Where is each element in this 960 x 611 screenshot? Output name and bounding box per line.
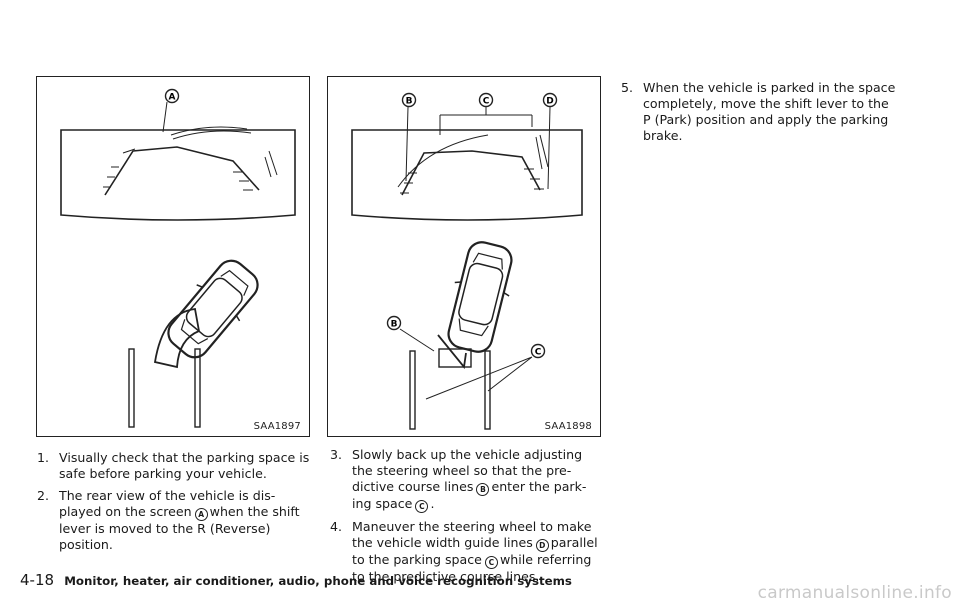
- step-number: 4.: [330, 519, 343, 534]
- page-number: 4-18: [20, 571, 55, 589]
- callout-c-icon: C: [415, 500, 429, 513]
- callout-b-lower: [386, 315, 402, 331]
- step-text: Visually check that the parking space is…: [59, 450, 310, 481]
- section-title: Monitor, heater, air conditioner, audio,…: [64, 574, 572, 588]
- figure-saa1898: B C D B C SAA1898: [327, 76, 601, 437]
- step-text: The rear view of the vehicle is dis-play…: [59, 488, 276, 519]
- car-icon: [167, 259, 259, 359]
- callout-b-label: B: [406, 97, 413, 107]
- figure-code: SAA1897: [253, 421, 301, 432]
- step-text-end: while referring to the predictive course…: [352, 552, 592, 584]
- page-footer: 4-18 Monitor, heater, air conditioner, a…: [20, 571, 572, 589]
- step-number: 3.: [330, 447, 343, 462]
- callout-d-icon: D: [535, 539, 549, 552]
- callout-c-icon: C: [484, 556, 498, 569]
- callout-a-icon: A: [194, 508, 208, 521]
- callout-b: [401, 92, 417, 108]
- callout-c2-label: C: [535, 348, 542, 358]
- car-icon: [447, 241, 513, 353]
- step-text: Slowly back up the vehicle adjusting the…: [352, 447, 583, 494]
- figure-code: SAA1898: [544, 421, 592, 432]
- parking-diagram-2: B C D B C: [351, 92, 583, 430]
- callout-b2-label: B: [391, 320, 398, 330]
- step-1: 1. Visually check that the parking space…: [37, 450, 313, 482]
- step-number: 2.: [37, 488, 50, 503]
- callout-b-icon: B: [476, 483, 490, 496]
- watermark: carmanualsonline.info: [757, 583, 952, 603]
- step-text-cont: enter the park-ing space: [352, 479, 587, 511]
- steps-column-1: 1. Visually check that the parking space…: [37, 450, 313, 559]
- step-number: 1.: [37, 450, 50, 465]
- callout-c: [478, 92, 494, 108]
- step-4: 4. Maneuver the steering wheel to make t…: [330, 519, 604, 585]
- figure-saa1897: A SAA1897: [36, 76, 310, 437]
- parking-diagram-1: A: [60, 88, 296, 428]
- step-text-cont: parallel to the parking space: [352, 535, 598, 567]
- callout-c-label: C: [483, 97, 490, 107]
- step-2: 2. The rear view of the vehicle is dis-p…: [37, 488, 313, 553]
- step-text: When the vehicle is parked in the space …: [643, 80, 896, 143]
- callout-d: [542, 92, 558, 108]
- steps-column-2: 3. Slowly back up the vehicle adjusting …: [330, 447, 604, 591]
- step-text-cont: when the shift lever is moved to the R (…: [59, 504, 300, 552]
- step-3: 3. Slowly back up the vehicle adjusting …: [330, 447, 604, 513]
- callout-a: [164, 88, 180, 104]
- step-text-end: .: [430, 496, 435, 511]
- step-number: 5.: [621, 80, 634, 95]
- callout-c-lower: [530, 343, 546, 359]
- callout-d-label: D: [546, 97, 553, 107]
- steps-column-3: 5. When the vehicle is parked in the spa…: [621, 80, 897, 150]
- step-5: 5. When the vehicle is parked in the spa…: [621, 80, 897, 144]
- step-text: Maneuver the steering wheel to make the …: [352, 519, 592, 550]
- callout-a-label: A: [169, 93, 176, 103]
